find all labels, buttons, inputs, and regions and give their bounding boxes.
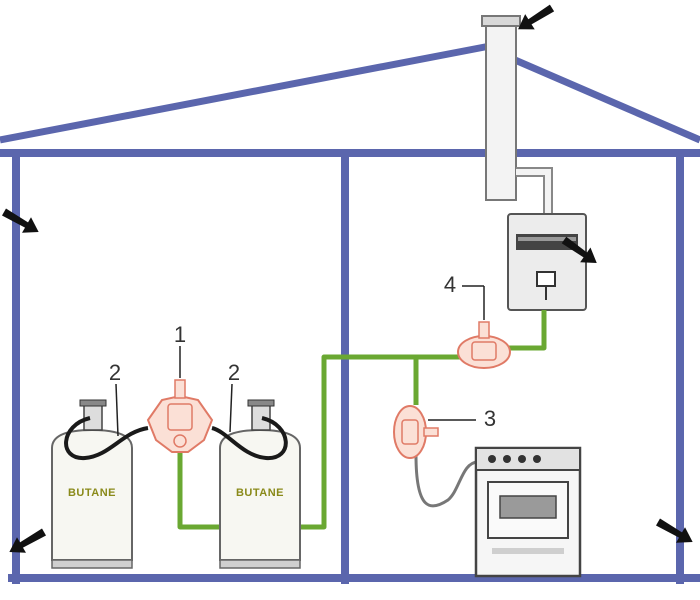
callout-2-left: 2: [109, 360, 121, 385]
regulator-icon: [457, 321, 511, 369]
cylinder-hose-right: [211, 416, 288, 461]
stove-hose: [414, 454, 479, 508]
house-structure: [0, 42, 700, 584]
arrow-icon: [9, 528, 46, 553]
chimney-icon: [481, 15, 553, 218]
cylinder-label: BUTANE: [68, 487, 116, 499]
arrow-icon: [656, 518, 693, 543]
regulator-icon: [393, 405, 439, 459]
callout-3: 3: [484, 406, 496, 431]
water-heater-icon: [507, 213, 587, 311]
callout-4: 4: [444, 272, 456, 297]
roof-left-slope: [0, 42, 491, 144]
callout-leader-2-left: [115, 383, 119, 437]
gas-cylinder-icon: BUTANE: [219, 399, 301, 569]
arrow-icon: [2, 208, 39, 233]
gas-pipe-heater: [508, 310, 547, 351]
stove-icon: [474, 446, 582, 578]
cylinder-hose-left: [64, 416, 149, 461]
callout-1: 1: [174, 322, 186, 347]
gas-pipe-main: [177, 354, 460, 530]
arrow-icon: [561, 236, 597, 263]
callout-2-right: 2: [228, 360, 240, 385]
arrow-icon: [518, 4, 555, 30]
regulator-icon: [146, 379, 214, 453]
cylinder-label: BUTANE: [236, 487, 284, 499]
callout-leader-2-right: [229, 383, 233, 433]
roof-right-slope: [513, 56, 700, 144]
gas-cylinder-icon: BUTANE: [51, 399, 133, 569]
